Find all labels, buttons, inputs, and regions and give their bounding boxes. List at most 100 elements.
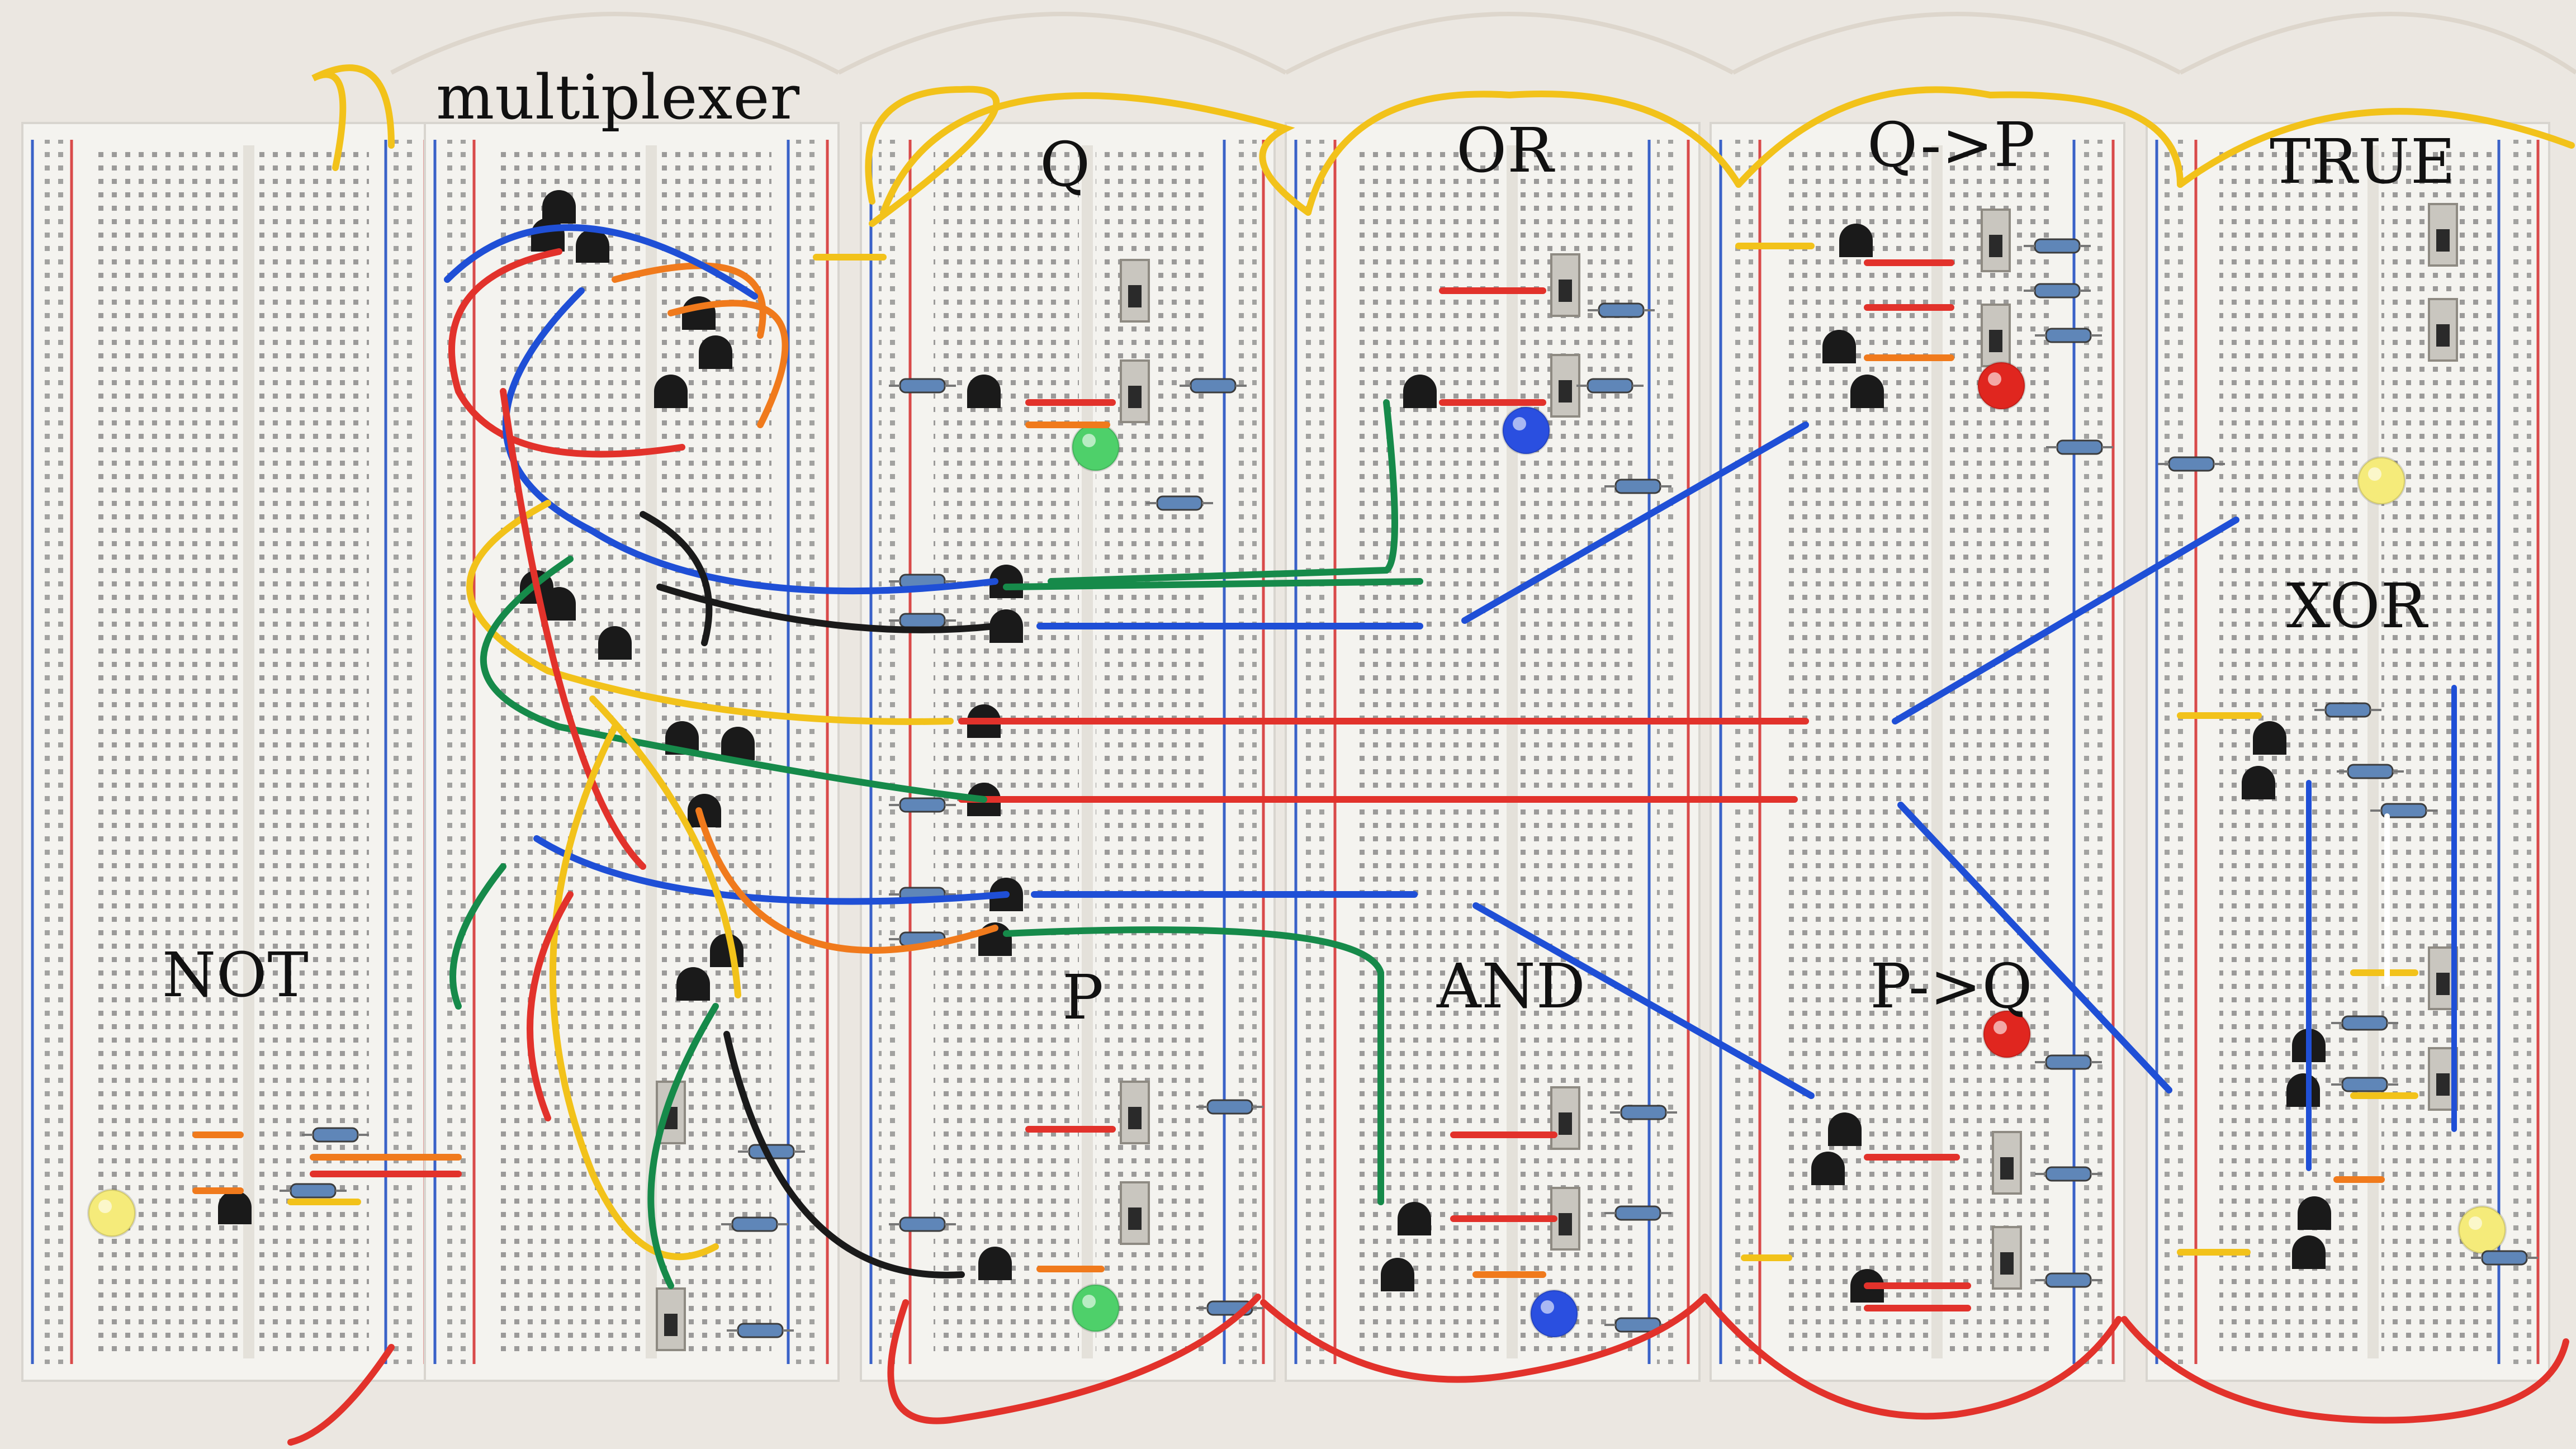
multiplexer-wire bbox=[723, 1031, 965, 1278]
transistor bbox=[2242, 766, 2275, 799]
jumper-wire bbox=[887, 1294, 1261, 1424]
led bbox=[1071, 423, 1120, 472]
multiplexer-wire bbox=[449, 863, 506, 1010]
led bbox=[1530, 1289, 1579, 1338]
multiplexer-wire bbox=[640, 511, 713, 646]
resistor bbox=[2045, 1166, 2092, 1182]
resistor bbox=[312, 1127, 359, 1143]
multiplexer-wire bbox=[500, 388, 646, 870]
jumper-wire bbox=[311, 64, 395, 171]
transistor bbox=[682, 296, 716, 330]
transistor bbox=[218, 1191, 252, 1224]
transistor bbox=[1811, 1152, 1845, 1185]
transistor bbox=[721, 727, 755, 760]
transistor bbox=[1403, 375, 1437, 408]
jumper-wire bbox=[1305, 91, 1742, 216]
slide-switch-knob bbox=[1559, 280, 1572, 302]
label-p-implies-q: P->Q bbox=[1870, 950, 2033, 1022]
resistor bbox=[2056, 439, 2103, 455]
resistor bbox=[2045, 1054, 2092, 1070]
slide-switch-knob bbox=[1128, 1208, 1142, 1230]
led-highlight bbox=[1082, 434, 1096, 447]
multiplexer-wire bbox=[466, 500, 954, 725]
led-highlight bbox=[2368, 467, 2381, 481]
jumper-wire bbox=[865, 86, 1000, 227]
jumper-wire bbox=[287, 1344, 395, 1446]
resistor bbox=[290, 1183, 337, 1199]
resistor bbox=[731, 1216, 778, 1232]
multiplexer-wire bbox=[444, 224, 758, 300]
slide-switch bbox=[1981, 209, 2011, 272]
jumper-wire bbox=[1897, 802, 2172, 1093]
transistor bbox=[1381, 1258, 1414, 1291]
rail-holes bbox=[879, 140, 903, 1364]
transistor bbox=[1398, 1202, 1431, 1235]
led-highlight bbox=[98, 1200, 112, 1213]
resistor bbox=[2481, 1250, 2528, 1266]
multiplexer-wire bbox=[527, 891, 574, 1121]
slide-switch-knob bbox=[1128, 285, 1142, 307]
transistor bbox=[978, 1247, 1012, 1280]
transistor bbox=[699, 335, 732, 369]
resistor bbox=[899, 613, 946, 628]
resistor bbox=[1587, 378, 1633, 394]
led-highlight bbox=[1993, 1021, 2007, 1034]
multiplexer-wire bbox=[695, 807, 998, 954]
jumper-wire bbox=[1048, 399, 1398, 585]
resistor bbox=[2341, 1015, 2388, 1031]
rail-holes bbox=[1304, 140, 1328, 1364]
led bbox=[1502, 406, 1551, 455]
resistor bbox=[1598, 302, 1645, 318]
resistor bbox=[1156, 495, 1203, 511]
rail-holes bbox=[2507, 140, 2531, 1364]
center-channel bbox=[1931, 145, 1943, 1358]
slide-switch-knob bbox=[2000, 1252, 2014, 1275]
jumper-wire bbox=[1260, 1294, 1708, 1383]
led bbox=[87, 1188, 136, 1238]
slide-switch-knob bbox=[1989, 330, 2002, 352]
rail-holes bbox=[796, 140, 821, 1364]
resistor bbox=[2045, 328, 2092, 343]
transistor bbox=[542, 587, 576, 621]
slide-switch bbox=[1120, 359, 1150, 423]
transistor bbox=[2286, 1073, 2320, 1107]
slide-switch-knob bbox=[2436, 1073, 2450, 1096]
hole-grid bbox=[95, 145, 240, 1358]
rail-holes bbox=[2082, 140, 2106, 1364]
slide-switch-knob bbox=[1128, 1107, 1142, 1129]
transistor bbox=[2253, 721, 2286, 755]
transistor bbox=[1839, 224, 1873, 257]
multiplexer-wire bbox=[480, 556, 987, 803]
slide-switch-knob bbox=[2436, 973, 2450, 995]
label-or: OR bbox=[1456, 115, 1555, 186]
multiplexer-wire bbox=[667, 300, 789, 428]
rail-holes bbox=[1657, 140, 1682, 1364]
resistor bbox=[1620, 1105, 1667, 1120]
transistor bbox=[2292, 1235, 2326, 1269]
slide-switch-knob bbox=[1559, 1213, 1572, 1235]
jumper-wire bbox=[1702, 1294, 2122, 1420]
jumper-wire bbox=[1461, 422, 1809, 624]
label-true: TRUE bbox=[2270, 126, 2456, 197]
rail-holes bbox=[2165, 140, 2189, 1364]
slide-switch-knob bbox=[1559, 380, 1572, 402]
resistor bbox=[1614, 479, 1661, 494]
label-q: Q bbox=[1040, 129, 1091, 200]
jumper-wire bbox=[2177, 108, 2575, 188]
slide-switch-knob bbox=[1128, 386, 1142, 408]
label-xor: XOR bbox=[2286, 570, 2428, 642]
led-highlight bbox=[1541, 1300, 1554, 1314]
multiplexer-wire bbox=[647, 1003, 719, 1289]
resistor bbox=[2034, 238, 2081, 254]
slide-switch bbox=[1120, 1081, 1150, 1144]
label-q-implies-p: Q->P bbox=[1867, 109, 2036, 181]
hole-grid bbox=[1096, 145, 1208, 1358]
label-p: P bbox=[1062, 962, 1105, 1033]
slide-switch-knob bbox=[1989, 235, 2002, 257]
led bbox=[1982, 1010, 2032, 1059]
slide-switch-knob bbox=[1559, 1112, 1572, 1135]
center-channel bbox=[243, 145, 254, 1358]
hole-grid bbox=[1783, 145, 1929, 1358]
slide-switch-knob bbox=[664, 1314, 678, 1336]
led bbox=[1977, 361, 2026, 410]
